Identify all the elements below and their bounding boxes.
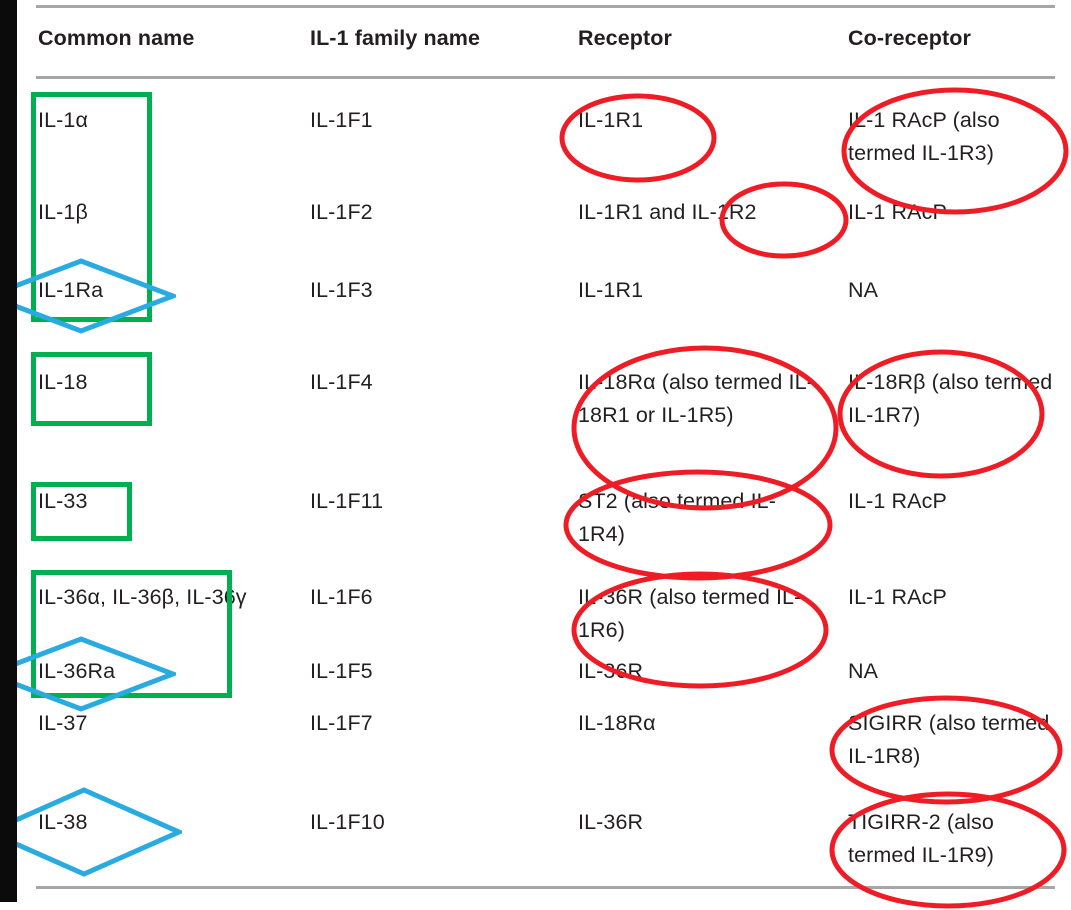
column-header-co-receptor: Co-receptor bbox=[848, 26, 971, 50]
cell-family-name: IL-1F1 bbox=[310, 108, 373, 132]
cell-family-name: IL-1F10 bbox=[310, 810, 385, 834]
cell-receptor: IL-1R1 bbox=[578, 278, 644, 302]
cell-common-name: IL-1β bbox=[38, 200, 88, 224]
cell-co-receptor: SIGIRR (also termed IL-1R8) bbox=[848, 711, 1050, 768]
cell-receptor: IL-18Rα (also termed IL-18R1 or IL-1R5) bbox=[578, 370, 814, 427]
cell-receptor: IL-36R bbox=[578, 659, 644, 683]
cell-co-receptor: TIGIRR-2 (also termed IL-1R9) bbox=[848, 810, 994, 867]
cell-receptor: IL-1R1 bbox=[578, 108, 644, 132]
cell-common-name: IL-18 bbox=[38, 370, 88, 394]
column-header-common-name: Common name bbox=[38, 26, 195, 50]
cell-common-name: IL-36Ra bbox=[38, 659, 116, 683]
column-header-family-name: IL-1 family name bbox=[310, 26, 481, 50]
cell-receptor: IL-18Rα bbox=[578, 711, 656, 735]
cell-family-name: IL-1F7 bbox=[310, 711, 373, 735]
cell-co-receptor: IL-18Rβ (also termed IL-1R7) bbox=[848, 370, 1053, 427]
cell-family-name: IL-1F11 bbox=[310, 489, 384, 513]
cell-common-name: IL-1Ra bbox=[38, 278, 104, 302]
cell-receptor: IL-1R1 and IL-1R2 bbox=[578, 200, 757, 224]
cell-co-receptor: IL-1 RAcP (also termed IL-1R3) bbox=[848, 108, 1000, 165]
cell-common-name: IL-36α, IL-36β, IL-36γ bbox=[38, 585, 247, 609]
cell-receptor: IL-36R bbox=[578, 810, 644, 834]
table-top-rule bbox=[36, 5, 1055, 8]
cell-common-name: IL-33 bbox=[38, 489, 88, 513]
cell-common-name: IL-37 bbox=[38, 711, 88, 735]
table-header-rule bbox=[36, 76, 1055, 79]
cell-co-receptor: IL-1 RAcP bbox=[848, 489, 947, 513]
cell-family-name: IL-1F4 bbox=[310, 370, 373, 394]
cell-family-name: IL-1F2 bbox=[310, 200, 373, 224]
cell-common-name: IL-38 bbox=[38, 810, 88, 834]
cell-receptor: ST2 (also termed IL-1R4) bbox=[578, 489, 776, 546]
cell-co-receptor: NA bbox=[848, 278, 879, 302]
column-header-receptor: Receptor bbox=[578, 26, 672, 50]
cell-family-name: IL-1F5 bbox=[310, 659, 373, 683]
cell-common-name: IL-1α bbox=[38, 108, 88, 132]
cell-co-receptor: IL-1 RAcP bbox=[848, 200, 947, 224]
table-bottom-rule bbox=[36, 886, 1055, 889]
cell-co-receptor: IL-1 RAcP bbox=[848, 585, 947, 609]
cell-co-receptor: NA bbox=[848, 659, 879, 683]
cell-receptor: IL-36R (also termed IL-1R6) bbox=[578, 585, 802, 642]
cell-family-name: IL-1F6 bbox=[310, 585, 373, 609]
left-gutter bbox=[0, 0, 17, 902]
cell-family-name: IL-1F3 bbox=[310, 278, 373, 302]
